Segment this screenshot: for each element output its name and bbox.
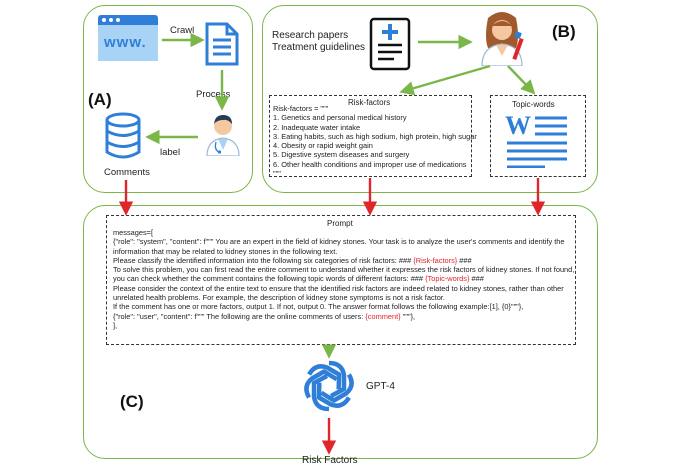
risk-item: 1. Genetics and personal medical history [273, 113, 407, 123]
prompt-line: {"role": "system", "content": f""" You a… [113, 237, 565, 247]
database-icon [105, 112, 141, 159]
prompt-line: unrelated health problems. For example, … [113, 293, 445, 303]
risk-item: 3. Eating habits, such as high sodium, h… [273, 131, 477, 141]
guidelines-document-icon [369, 17, 411, 71]
gpt-label: GPT-4 [366, 381, 395, 392]
document-icon [205, 22, 239, 66]
comment-placeholder: {comment} [365, 311, 401, 321]
panel-c-label: (C) [120, 392, 144, 411]
prompt-line: If the comment has one or more factors, … [113, 302, 524, 312]
prompt-line: messages=[ [113, 228, 154, 237]
doctor-female-icon [481, 12, 524, 66]
risk-close: """ [273, 169, 281, 179]
prompt-line: information that may be related to kidne… [113, 246, 338, 256]
process-label: Process [196, 89, 231, 100]
risk-item: 2. Inadequate water intake [273, 122, 361, 132]
comments-label: Comments [104, 167, 150, 178]
prompt-line: Please classify the identified informati… [113, 255, 472, 265]
panel-b [262, 5, 598, 193]
topic-words-box [490, 95, 586, 177]
label-label: label [160, 147, 181, 158]
sources-line-2: Treatment guidelines [272, 42, 366, 53]
prompt-line: ], [113, 320, 118, 330]
topic-words-title: Topic-words [512, 100, 555, 109]
panel-a-label: (A) [88, 90, 112, 109]
prompt-line: {"role": "user", "content": f""" The fol… [113, 311, 416, 321]
crawl-label: Crawl [170, 25, 195, 36]
risk-item: 6. Other health conditions and improper … [273, 159, 467, 169]
risk-factors-placeholder: {Risk-factors} [413, 255, 458, 265]
risk-factors-list: Risk-factors = """ 1. Genetics and perso… [273, 104, 477, 178]
arrow-risk [399, 64, 491, 96]
panel-c [83, 205, 598, 459]
sources-line-1: Research papers [272, 30, 349, 41]
openai-logo-icon [304, 360, 354, 412]
prompt-title: Prompt [327, 219, 353, 228]
panel-b-label: (B) [552, 22, 576, 41]
www-text: www. [104, 34, 147, 51]
prompt-line: you can check whether the comment contai… [113, 274, 484, 284]
prompt-text: messages=[ {"role": "system", "content":… [113, 228, 574, 330]
word-document-icon: W [505, 112, 567, 168]
topic-words-placeholder: {Topic-words} [425, 274, 470, 284]
risk-factors-box [269, 95, 472, 177]
prompt-line: Please consider the context of the entir… [113, 283, 564, 293]
panel-a [83, 5, 253, 193]
doctor-male-icon [206, 115, 240, 156]
risk-item: 5. Digestive system diseases and surgery [273, 150, 410, 160]
output-label: Risk Factors [302, 455, 358, 466]
arrow-topic [507, 65, 536, 95]
browser-window-icon: www. [98, 15, 158, 61]
prompt-line: To solve this problem, you can first rea… [113, 265, 575, 275]
risk-factors-title: Risk-factors [348, 98, 391, 107]
prompt-box [106, 215, 576, 345]
risk-open: Risk-factors = """ [273, 104, 329, 113]
svg-text:W: W [505, 112, 531, 140]
risk-item: 4. Obesity or rapid weight gain [273, 141, 373, 151]
